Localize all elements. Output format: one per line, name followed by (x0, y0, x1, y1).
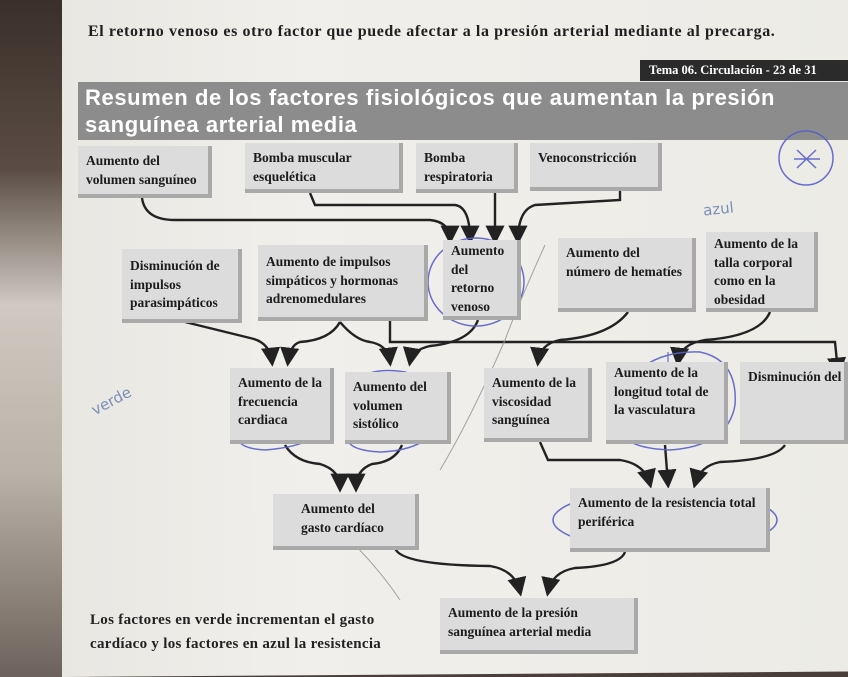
box-bomba-respiratoria: Bomba respiratoria (416, 143, 518, 193)
box-venoconstriccion: Venoconstricción (530, 143, 662, 191)
chapter-tag: Tema 06. Circulación - 23 de 31 (640, 60, 848, 81)
box-aumento-longitud: Aumento de la longitud total de la vascu… (606, 362, 728, 444)
diagram-title: Resumen de los factores fisiológicos que… (85, 85, 776, 137)
box-aumento-frecuencia: Aumento de la frecuencia cardiaca (230, 368, 334, 444)
box-aumento-talla: Aumento de la talla corporal como en la … (706, 232, 818, 312)
box-aumento-volumen-sanguineo: Aumento del volumen sanguíneo (78, 146, 212, 198)
box-aumento-resistencia: Aumento de la resistencia total periféri… (570, 488, 770, 552)
box-aumento-volumen-sistolico: Aumento del volumen sistólico (345, 372, 451, 444)
intro-paragraph: El retorno venoso es otro factor que pue… (88, 23, 776, 40)
box-bomba-muscular: Bomba muscular esquelética (245, 143, 403, 193)
handwritten-azul: azul (702, 198, 735, 220)
box-aumento-simpaticos: Aumento de impulsos simpáticos y hormona… (258, 245, 428, 321)
box-aumento-hematies: Aumento del número de hematíes (558, 238, 696, 312)
box-aumento-viscosidad: Aumento de la viscosidad sanguínea (484, 368, 592, 442)
box-aumento-presion-arterial: Aumento de la presión sanguínea arterial… (440, 598, 638, 654)
title-band (78, 82, 848, 140)
box-aumento-gasto-cardiaco: Aumento del gasto cardíaco (273, 494, 419, 550)
footer-text: Los factores en verde incrementan el gas… (90, 612, 382, 652)
box-disminucion-parasimpaticos: Disminución de impulsos parasimpáticos (122, 249, 242, 323)
box-aumento-retorno-venoso: Aumento del retorno venoso (443, 240, 521, 320)
box-disminucion-radio: Disminución del radio vascular (vasocons… (740, 362, 848, 444)
